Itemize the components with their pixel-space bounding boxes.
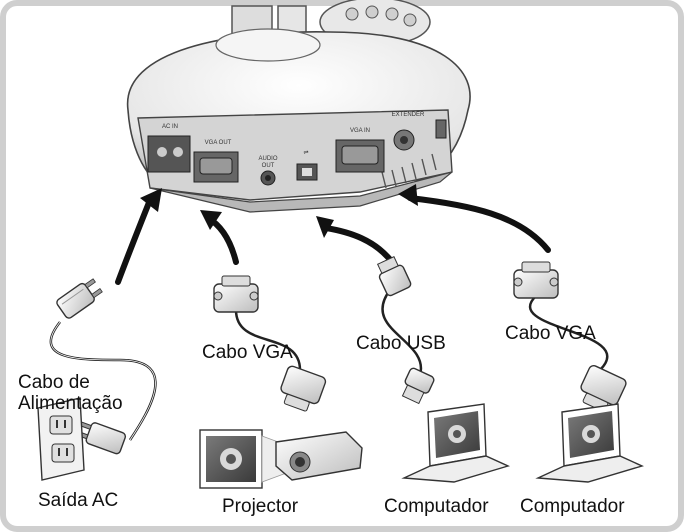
laptop-icon: [535, 403, 644, 483]
power-cable-label: Cabo de Alimentação: [18, 372, 123, 414]
port-label: AC IN: [161, 124, 178, 130]
extender-hole: [400, 136, 408, 144]
projector-label: Projector: [222, 496, 299, 517]
button-icon: [403, 13, 417, 27]
projector-icon: [199, 429, 363, 489]
arrow-usb: [323, 225, 395, 265]
device-foot: [149, 171, 453, 213]
arrows: [115, 195, 551, 285]
button-icon: [365, 5, 379, 19]
vga-cable-left-label: Cabo VGA: [202, 342, 293, 363]
vga-out-socket: [199, 157, 233, 175]
arrow-power: [115, 197, 153, 285]
vga-cable-left: [213, 275, 327, 412]
vga-connector-icon: [280, 365, 327, 412]
computer-label-2: Computador: [520, 496, 625, 517]
ac-pin-icon: [157, 147, 167, 157]
usb-cable: [376, 256, 435, 405]
port-label: VGA OUT: [204, 140, 232, 146]
port-label: VGA IN: [349, 128, 370, 134]
audio-out-hole: [265, 175, 271, 181]
document-camera-base: [126, 0, 471, 213]
usb-connector-icon: [376, 256, 412, 297]
port-label: EXTENDER: [391, 112, 425, 118]
vent-grooves: [381, 153, 437, 189]
computer-label-1: Computador: [384, 496, 489, 517]
usb-symbol-icon: ⇌: [303, 150, 309, 156]
button-icon: [385, 7, 399, 21]
vga-connector-icon: [513, 261, 559, 299]
ac-pin-icon: [173, 147, 183, 157]
side-usb-port: [435, 119, 447, 139]
wall-outlet-icon: [37, 397, 85, 481]
power-plug-icon: [56, 278, 103, 319]
vga-cable-right: [513, 261, 627, 412]
vga-in-socket: [341, 145, 379, 165]
arrow-vga-in: [407, 195, 551, 253]
arm-base: [215, 28, 321, 62]
arrowhead-icon: [200, 210, 222, 230]
port-label: AUDIO OUT: [258, 156, 278, 169]
ac-in-port: [147, 135, 191, 173]
vga-cable-right-label: Cabo VGA: [505, 323, 596, 344]
arrowhead-icon: [316, 216, 334, 238]
outlet-label: Saída AC: [38, 490, 119, 511]
arrowhead-icon: [140, 188, 162, 212]
usb-connector-icon: [401, 367, 435, 405]
button-icon: [345, 7, 359, 21]
laptop-icon: [401, 403, 510, 483]
arrowhead-icon: [398, 184, 418, 206]
vga-connector-icon: [213, 275, 259, 313]
usb-socket: [302, 168, 312, 176]
usb-cable-label: Cabo USB: [356, 333, 446, 354]
arrow-heads: [140, 184, 418, 238]
